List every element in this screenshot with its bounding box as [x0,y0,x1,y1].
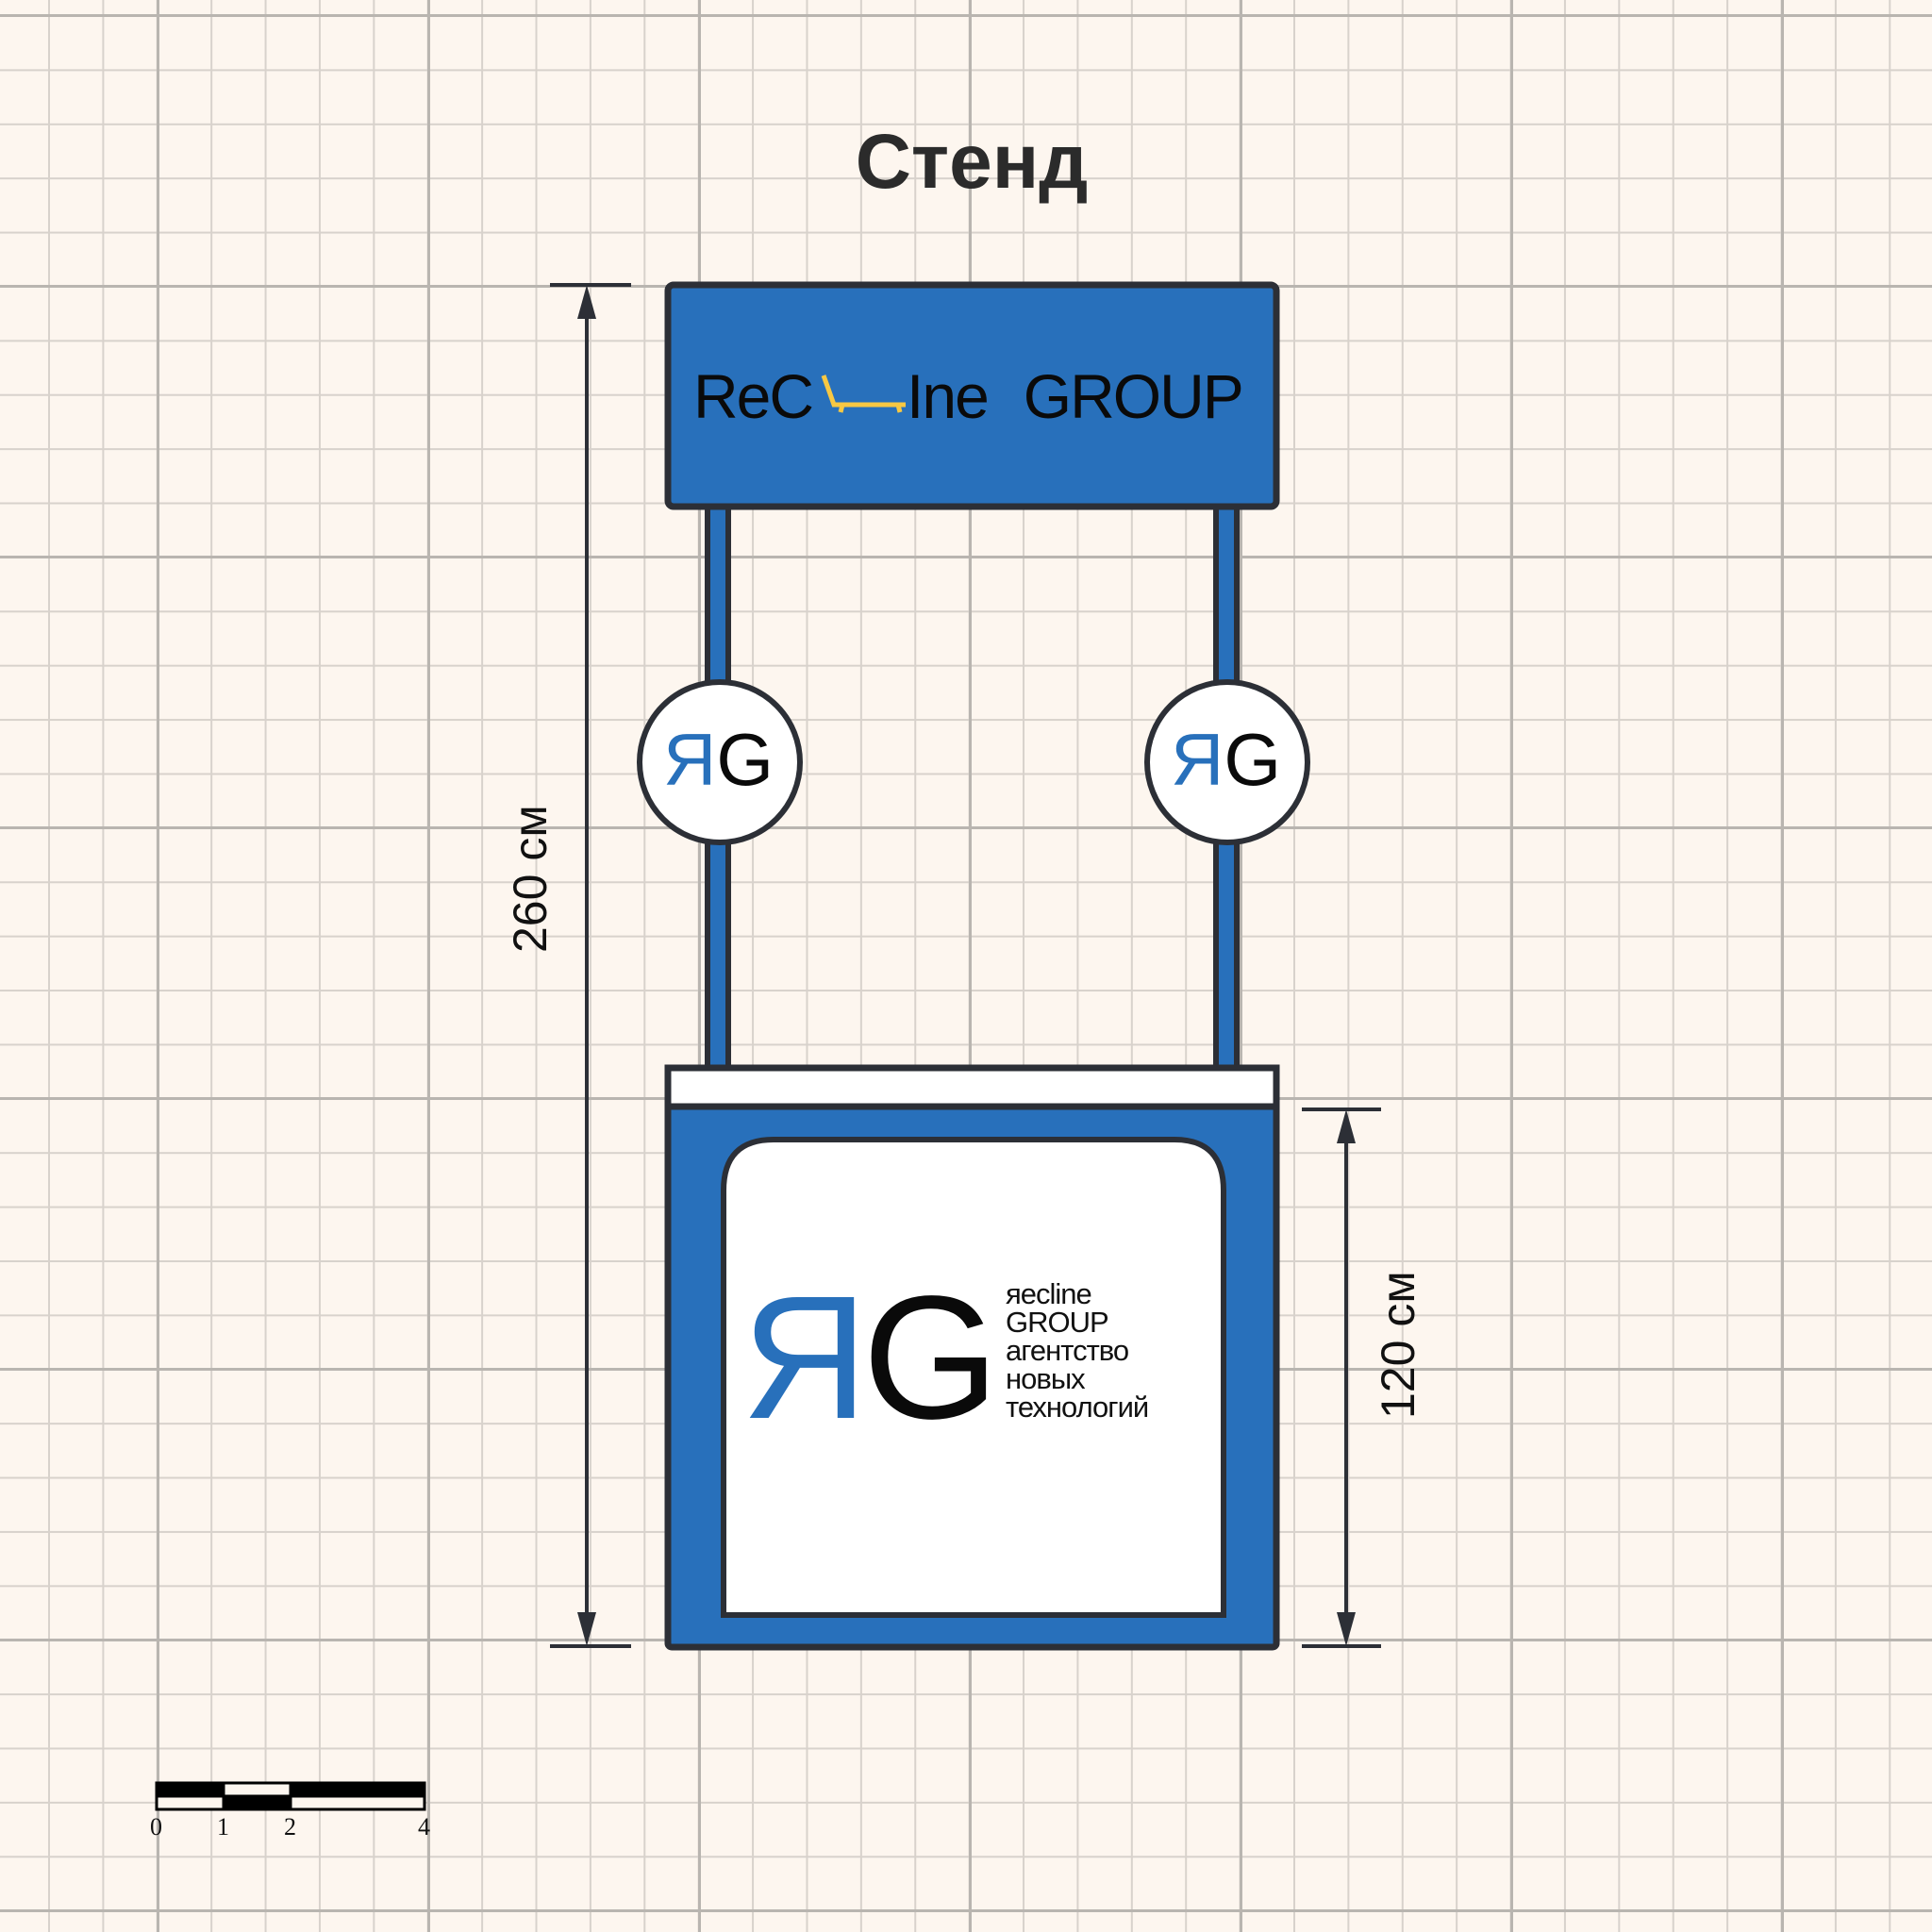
brand-text-left: ReC [693,361,814,431]
counter-tagline: яecline GROUP агентство новых технологий [1006,1277,1149,1424]
logo-letter-g: G [716,718,774,801]
dimension-260 [550,283,631,1648]
logo-letter-g: G [1224,718,1282,801]
tagline-line: агентство [1006,1334,1129,1367]
header-brand: ReC Ine GROUP [693,360,1244,432]
scale-bar [155,1781,426,1811]
page-title: Стенд [855,119,1089,205]
dimension-label-260: 260 см [504,805,557,953]
scale-tick-label: 2 [284,1813,296,1840]
logo-letter-ya: Я [1171,718,1224,801]
left-logo-circle [637,679,803,845]
counter-top-strip [664,1064,1280,1110]
tagline-line: новых [1006,1362,1086,1395]
left-circle-logo: ЯG [663,722,774,797]
logo-letter-g: G [862,1260,999,1456]
brand-text-right: GROUP [1023,361,1244,431]
dimension-120 [1302,1108,1381,1648]
tagline-line: технологий [1006,1391,1149,1424]
scale-tick-label: 0 [150,1813,162,1840]
logo-letter-ya: Я [663,718,717,801]
scale-tick-label: 4 [418,1813,430,1840]
brand-text-mid: Ine [907,361,990,431]
tagline-line: GROUP [1006,1306,1109,1339]
right-circle-logo: ЯG [1171,722,1281,797]
scale-tick-label: 1 [217,1813,229,1840]
counter-logo: ЯG [741,1269,999,1448]
header-sign [664,281,1280,510]
logo-letter-ya: Я [741,1260,868,1456]
dimension-label-120: 120 см [1372,1271,1424,1419]
tagline-line: яecline [1006,1277,1092,1310]
right-logo-circle [1144,679,1310,845]
counter-panel [721,1137,1226,1618]
lounger-icon [821,375,906,413]
